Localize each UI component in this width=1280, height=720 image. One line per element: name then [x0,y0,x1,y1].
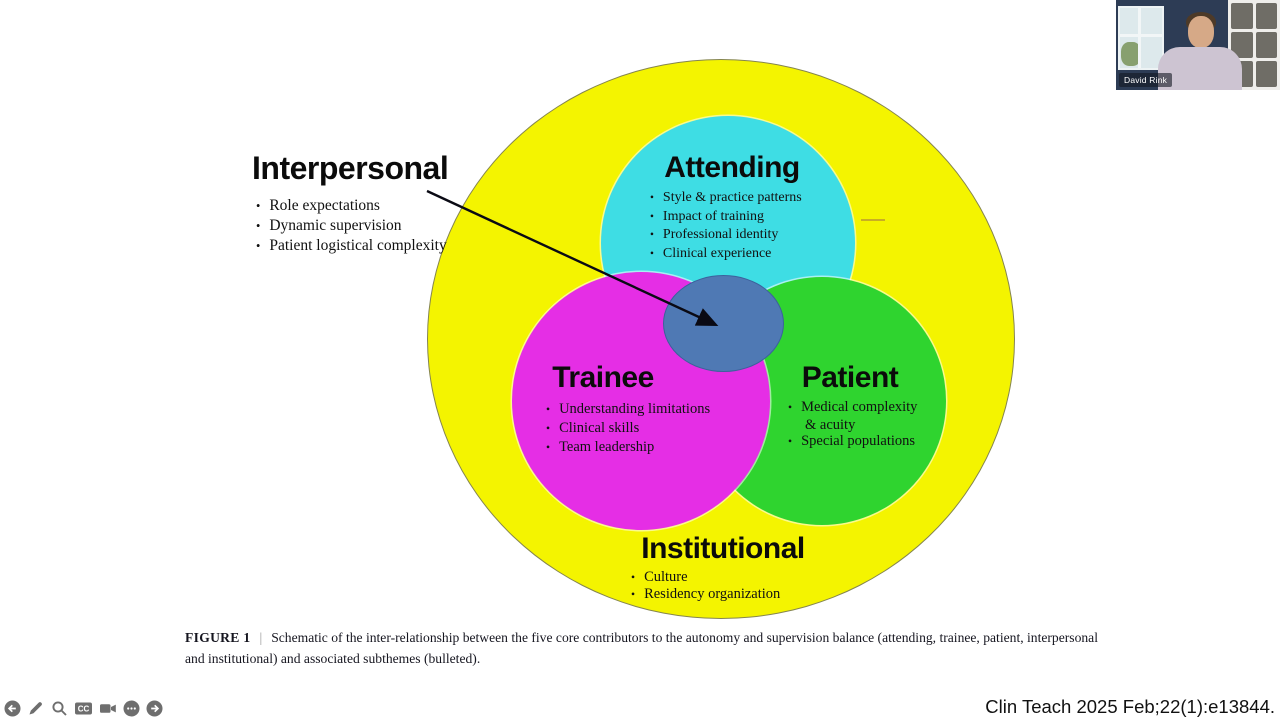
bullet-item: Understanding limitations [546,400,756,419]
figure-caption-text: Schematic of the inter-relationship betw… [185,630,1098,666]
overlap-ellipse [663,275,784,372]
next-button-icon[interactable] [146,700,163,717]
more-options-icon[interactable] [123,700,140,717]
viewer-toolbar: CC [4,700,163,717]
interpersonal-heading: Interpersonal [252,150,449,186]
patient-heading: Patient [801,361,899,394]
trainee-heading: Trainee [552,361,654,394]
bullet-item: Team leadership [546,438,756,457]
search-icon[interactable] [51,700,68,717]
bullet-item: Patient logistical complexity [256,236,496,256]
figure-caption: FIGURE 1 |Schematic of the inter-relation… [185,627,1103,669]
bullet-item: Clinical skills [546,419,756,438]
bullet-item: Dynamic supervision [256,216,496,236]
bullet-item: Style & practice patterns [650,189,875,208]
svg-text:CC: CC [78,705,90,714]
attending-heading: Attending [664,151,800,184]
bullet-item: Clinical experience [650,245,875,264]
attending-bullet-list: Style & practice patterns Impact of trai… [650,189,875,263]
shelf-basket [1255,3,1277,29]
closed-captions-icon[interactable]: CC [74,700,93,717]
camera-icon[interactable] [99,700,117,717]
person-head [1188,16,1214,48]
cube-shelf [1228,0,1280,90]
bullet-item: Residency organization [631,586,851,603]
previous-button-icon[interactable] [4,700,21,717]
bullet-item: Impact of training [650,208,875,227]
window [1118,6,1164,70]
participant-name-label: David Rink [1119,73,1173,87]
shelf-basket [1231,3,1253,29]
webcam-video-tile[interactable]: David Rink [1116,0,1280,90]
figure-caption-label: FIGURE 1 [185,630,251,645]
window-foliage [1121,42,1141,66]
annotate-pencil-icon[interactable] [27,700,45,717]
institutional-heading: Institutional [641,532,805,565]
figure-caption-separator: | [259,630,263,645]
bullet-item: Culture [631,569,851,586]
shelf-basket [1231,32,1253,58]
institutional-bullet-list: Culture Residency organization [631,569,851,603]
bullet-item: Special populations [788,433,928,451]
bullet-item: Professional identity [650,226,875,245]
interpersonal-bullet-list: Role expectations Dynamic supervision Pa… [256,196,496,256]
shelf-basket [1255,32,1277,58]
shelf-basket [1255,61,1277,87]
journal-citation: Clin Teach 2025 Feb;22(1):e13844. [985,696,1275,717]
bullet-item: Medical complexity & acuity [788,399,928,433]
bullet-item: Role expectations [256,196,496,216]
patient-bullet-list: Medical complexity & acuity Special popu… [788,399,928,451]
trainee-bullet-list: Understanding limitations Clinical skill… [546,400,756,457]
